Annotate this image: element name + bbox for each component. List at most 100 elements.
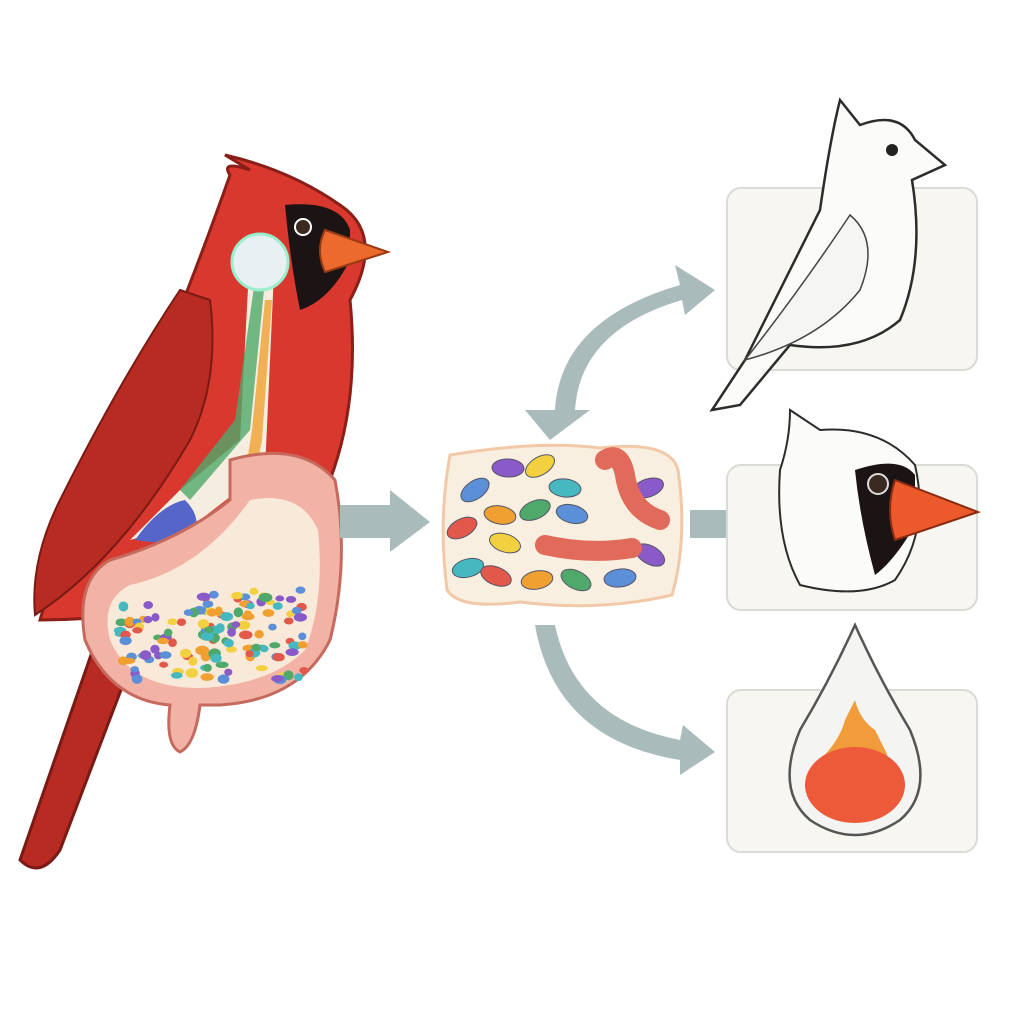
food-particle <box>285 648 299 657</box>
food-particle <box>115 618 128 627</box>
food-particle <box>179 648 192 658</box>
food-particle <box>223 638 234 648</box>
microbe <box>520 570 554 590</box>
food-particle <box>188 656 198 666</box>
microbe <box>446 516 478 540</box>
food-particle <box>258 592 273 603</box>
food-particle <box>167 618 178 626</box>
food-particle <box>130 666 139 673</box>
food-particle <box>271 675 284 683</box>
food-particle <box>298 632 307 641</box>
food-particle <box>202 600 214 608</box>
gland-cluster <box>230 232 290 292</box>
food-particle <box>119 636 132 646</box>
food-particle <box>159 651 172 659</box>
microbe <box>451 557 485 579</box>
food-particles <box>113 586 309 685</box>
rainbow-stream <box>180 280 265 500</box>
food-particle <box>295 586 306 594</box>
food-particle <box>268 623 277 631</box>
food-particle <box>294 673 303 682</box>
food-particle <box>224 668 233 676</box>
food-particle <box>121 657 136 665</box>
food-particle <box>124 616 135 627</box>
food-particle <box>254 630 264 639</box>
food-particle <box>239 630 253 640</box>
food-particle <box>185 668 199 678</box>
food-particle <box>284 617 294 625</box>
food-particle <box>225 646 237 653</box>
food-particle <box>168 638 177 648</box>
food-particle <box>163 628 173 637</box>
microbes <box>446 454 666 592</box>
food-particle <box>283 670 294 681</box>
food-particle <box>143 601 154 610</box>
cardinal-eye <box>294 218 312 236</box>
food-particle <box>150 644 160 654</box>
stomach-illustration <box>81 451 343 754</box>
food-particle <box>220 612 234 622</box>
food-particle <box>183 609 194 616</box>
white-cardinal-beak <box>889 478 981 542</box>
microbe <box>560 568 592 592</box>
food-particle <box>118 601 129 612</box>
food-particle <box>293 612 308 622</box>
microbe-panel-bg <box>441 443 684 608</box>
worm-microbe-2 <box>535 535 642 561</box>
food-particle <box>231 621 241 628</box>
food-particle <box>139 650 152 661</box>
food-particle <box>286 610 295 618</box>
food-particle <box>241 612 255 621</box>
food-particle <box>262 609 275 617</box>
food-particle <box>245 650 254 658</box>
white-bird-eye <box>886 144 898 156</box>
microbe <box>460 477 490 503</box>
microbe <box>489 532 521 554</box>
food-particle <box>210 653 222 663</box>
food-particle <box>269 642 281 649</box>
microbe <box>548 478 582 498</box>
arrow-stomach-to-microbes <box>340 490 430 552</box>
food-particle <box>176 618 187 626</box>
food-particle <box>204 626 215 633</box>
food-particle <box>196 592 211 601</box>
food-particle <box>217 674 230 684</box>
food-particle <box>170 672 183 679</box>
white-cardinal-panel <box>726 408 981 611</box>
white-bird-panel <box>709 97 978 412</box>
microbe <box>483 505 517 525</box>
microbe <box>555 503 589 525</box>
food-particle <box>209 590 219 599</box>
food-particle <box>151 613 160 622</box>
arrow-curved-up <box>525 265 715 440</box>
food-particle <box>231 591 243 600</box>
food-particle <box>200 632 215 641</box>
food-particle <box>272 602 283 610</box>
food-particle <box>203 663 212 672</box>
pigment-panel <box>726 621 978 853</box>
food-particle <box>143 615 153 624</box>
microbe-panel <box>441 443 684 608</box>
food-particle <box>237 620 251 630</box>
food-particle <box>249 587 259 595</box>
white-cardinal-eye <box>867 473 889 495</box>
food-particle <box>214 606 223 617</box>
white-bird-wing <box>743 213 869 362</box>
food-particle <box>227 627 236 637</box>
food-particle <box>195 645 210 656</box>
food-particle <box>200 673 214 681</box>
arrow-curved-down <box>535 625 715 775</box>
microbe <box>603 568 637 588</box>
food-particle <box>297 641 308 649</box>
food-particle <box>197 619 210 629</box>
cardinal-beak <box>319 228 392 274</box>
food-particle <box>272 653 285 662</box>
food-particle <box>255 665 268 672</box>
food-particle <box>291 606 302 615</box>
food-particle <box>246 602 255 610</box>
food-particle <box>159 661 169 668</box>
food-particle <box>233 607 244 618</box>
food-particle <box>206 608 218 617</box>
microbe <box>480 565 512 587</box>
